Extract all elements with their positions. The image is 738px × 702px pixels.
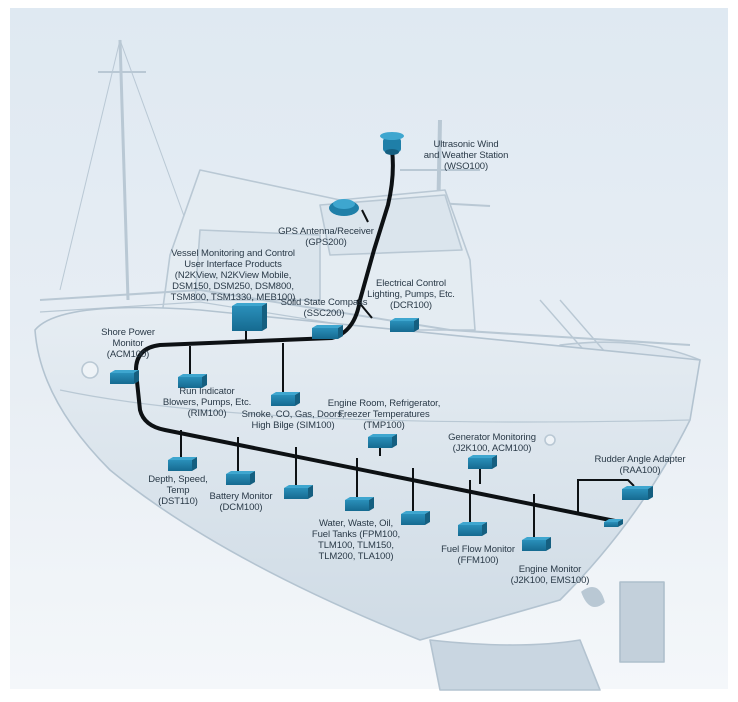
- label-dcr100: Electrical Control Lighting, Pumps, Etc.…: [367, 278, 455, 311]
- fpm100-module-2: [345, 497, 374, 511]
- sim100-module: [271, 392, 300, 406]
- drop-cable: [577, 479, 635, 512]
- fpm100-module-3: [401, 511, 430, 525]
- acm100-shore-module: [110, 370, 139, 384]
- gps200-antenna: [329, 199, 359, 216]
- fpm100-module-1-side: [308, 485, 313, 499]
- vessel-display-unit: [232, 303, 267, 331]
- ffm100-module-top: [458, 522, 487, 525]
- dcm100-module-side: [250, 471, 255, 485]
- sim100-module-side: [295, 392, 300, 406]
- rim100-module-front: [178, 377, 202, 388]
- fpm100-module-3-side: [425, 511, 430, 525]
- ffm100-module-side: [482, 522, 487, 536]
- dst110-module: [168, 457, 197, 471]
- label-vessel-monitoring: Vessel Monitoring and Control User Inter…: [170, 248, 296, 303]
- gps200-antenna-top: [333, 199, 355, 209]
- generator-module-front: [468, 458, 492, 469]
- backbone-terminator-side: [618, 519, 623, 527]
- tmp100-module: [368, 434, 397, 448]
- dst110-module-top: [168, 457, 197, 460]
- fpm100-module-1: [284, 485, 313, 499]
- rim100-module-top: [178, 374, 207, 377]
- label-dcm100: Battery Monitor (DCM100): [209, 491, 273, 513]
- label-acm100-shore: Shore Power Monitor (ACM100): [101, 327, 155, 360]
- raa100-module-side: [648, 486, 653, 500]
- ssc200-module: [312, 325, 343, 339]
- dcr100-module-front: [390, 321, 414, 332]
- ems100-module: [522, 537, 551, 551]
- fpm100-module-2-front: [345, 500, 369, 511]
- backbone-terminator-front: [604, 522, 618, 527]
- tmp100-module-top: [368, 434, 397, 437]
- tmp100-module-front: [368, 437, 392, 448]
- wso100-sensor-base: [385, 149, 399, 155]
- acm100-shore-module-front: [110, 373, 134, 384]
- raa100-module: [622, 486, 653, 500]
- dcm100-module: [226, 471, 255, 485]
- label-rim100: Run Indicator Blowers, Pumps, Etc. (RIM1…: [162, 386, 252, 419]
- acm100-shore-module-top: [110, 370, 139, 373]
- ems100-module-top: [522, 537, 551, 540]
- drop-cable: [356, 299, 373, 319]
- wso100-sensor-cap: [380, 132, 404, 140]
- generator-module: [468, 455, 497, 469]
- label-ffm100: Fuel Flow Monitor (FFM100): [441, 544, 515, 566]
- dcr100-module: [390, 318, 419, 332]
- sim100-module-top: [271, 392, 300, 395]
- wso100-sensor-body: [383, 138, 401, 152]
- fpm100-module-3-top: [401, 511, 430, 514]
- ssc200-module-side: [338, 325, 343, 339]
- wso100-sensor: [380, 132, 404, 155]
- dst110-module-front: [168, 460, 192, 471]
- fpm100-module-2-top: [345, 497, 374, 500]
- ssc200-module-front: [312, 328, 338, 339]
- fpm100-module-3-front: [401, 514, 425, 525]
- ffm100-module-front: [458, 525, 482, 536]
- rim100-module-side: [202, 374, 207, 388]
- vessel-display-unit-top: [232, 303, 267, 306]
- ssc200-module-top: [312, 325, 343, 328]
- vessel-display-unit-front: [232, 306, 262, 331]
- device-layer: [110, 132, 653, 551]
- fpm100-module-2-side: [369, 497, 374, 511]
- label-gps200: GPS Antenna/Receiver (GPS200): [278, 226, 374, 248]
- backbone-terminator: [604, 519, 623, 527]
- generator-module-top: [468, 455, 497, 458]
- label-ems100: Engine Monitor (J2K100, EMS100): [510, 564, 590, 586]
- dcr100-module-top: [390, 318, 419, 321]
- label-sim100: Smoke, CO, Gas, Doors, High Bilge (SIM10…: [241, 409, 345, 431]
- acm100-shore-module-side: [134, 370, 139, 384]
- generator-module-side: [492, 455, 497, 469]
- raa100-module-front: [622, 489, 648, 500]
- label-ssc200: Solid State Compass (SSC200): [280, 297, 368, 319]
- boat-silhouette: [34, 39, 701, 691]
- tmp100-module-side: [392, 434, 397, 448]
- label-wso100: Ultrasonic Wind and Weather Station (WSO…: [423, 139, 509, 172]
- ems100-module-front: [522, 540, 546, 551]
- dcm100-module-top: [226, 471, 255, 474]
- fpm100-module-1-top: [284, 485, 313, 488]
- dcm100-module-front: [226, 474, 250, 485]
- label-tmp100: Engine Room, Refrigerator, Freezer Tempe…: [327, 398, 441, 431]
- vessel-display-unit-side: [262, 303, 267, 331]
- dcr100-module-side: [414, 318, 419, 332]
- backbone-terminator-top: [604, 519, 623, 522]
- ems100-module-side: [546, 537, 551, 551]
- drop-cable: [361, 209, 369, 223]
- fpm100-module-1-front: [284, 488, 308, 499]
- label-fpm100: Water, Waste, Oil, Fuel Tanks (FPM100, T…: [311, 518, 401, 562]
- rim100-module: [178, 374, 207, 388]
- sim100-module-front: [271, 395, 295, 406]
- label-generator: Generator Monitoring (J2K100, ACM100): [448, 432, 536, 454]
- dst110-module-side: [192, 457, 197, 471]
- label-dst110: Depth, Speed, Temp (DST110): [148, 474, 208, 507]
- label-raa100: Rudder Angle Adapter (RAA100): [594, 454, 686, 476]
- raa100-module-top: [622, 486, 653, 489]
- ffm100-module: [458, 522, 487, 536]
